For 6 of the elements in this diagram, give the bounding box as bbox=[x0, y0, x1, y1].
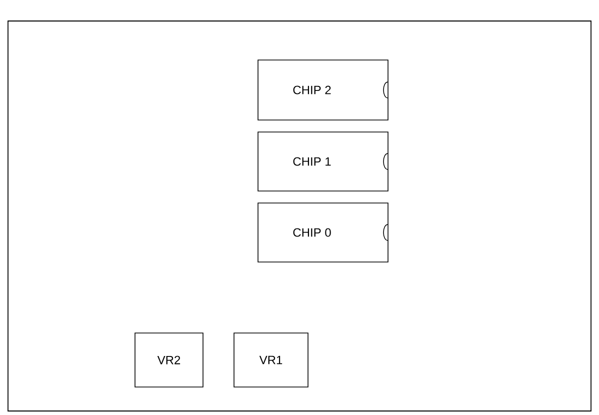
chip-box: CHIP 0 bbox=[258, 202, 388, 262]
chip-box: CHIP 2 bbox=[258, 60, 388, 120]
chip-box: CHIP 1 bbox=[258, 132, 388, 192]
component-box: VR2 bbox=[134, 332, 204, 388]
board-outline bbox=[8, 20, 592, 412]
component-box: VR1 bbox=[234, 332, 308, 388]
